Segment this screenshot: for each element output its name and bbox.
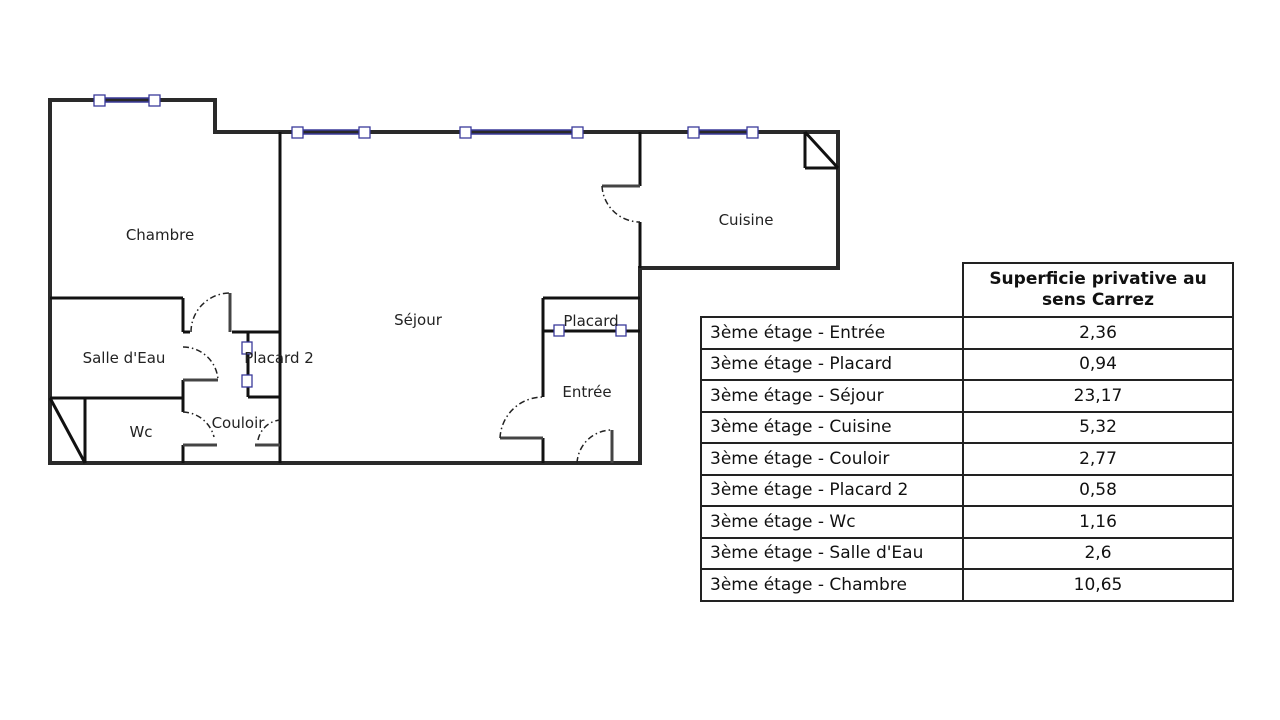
- area-table: Superficie privative au sens Carrez 3ème…: [700, 262, 1234, 602]
- table-header-row: Superficie privative au sens Carrez: [701, 262, 1234, 318]
- area-value-cell: 5,32: [962, 410, 1234, 444]
- room-label-entree: Entrée: [562, 383, 611, 401]
- room-label-chambre: Chambre: [126, 226, 194, 244]
- room-name-cell: 3ème étage - Séjour: [700, 379, 964, 413]
- area-value-cell: 2,77: [962, 442, 1234, 476]
- area-column-header: Superficie privative au sens Carrez: [962, 262, 1234, 318]
- area-value-cell: 10,65: [962, 568, 1234, 602]
- room-label-salle-eau: Salle d'Eau: [83, 349, 166, 367]
- room-name-cell: 3ème étage - Placard 2: [700, 473, 964, 507]
- room-name-cell: 3ème étage - Entrée: [700, 316, 964, 350]
- area-value-cell: 1,16: [962, 505, 1234, 539]
- room-label-wc: Wc: [129, 423, 152, 441]
- room-name-cell: 3ème étage - Cuisine: [700, 410, 964, 444]
- area-value-cell: 23,17: [962, 379, 1234, 413]
- room-name-cell: 3ème étage - Placard: [700, 347, 964, 381]
- room-name-cell: 3ème étage - Chambre: [700, 568, 964, 602]
- room-name-cell: 3ème étage - Salle d'Eau: [700, 536, 964, 570]
- room-label-cuisine: Cuisine: [719, 211, 774, 229]
- area-value-cell: 0,58: [962, 473, 1234, 507]
- room-name-cell: 3ème étage - Couloir: [700, 442, 964, 476]
- inner-walls: [48, 130, 840, 464]
- room-label-placard-2: Placard 2: [244, 349, 314, 367]
- room-label-placard: Placard: [563, 312, 618, 330]
- doors: [182, 184, 641, 464]
- area-value-cell: 0,94: [962, 347, 1234, 381]
- windows: [93, 94, 759, 388]
- area-value-cell: 2,6: [962, 536, 1234, 570]
- room-name-cell: 3ème étage - Wc: [700, 505, 964, 539]
- room-label-couloir: Couloir: [212, 414, 266, 432]
- room-label-sejour: Séjour: [394, 311, 443, 329]
- area-value-cell: 2,36: [962, 316, 1234, 350]
